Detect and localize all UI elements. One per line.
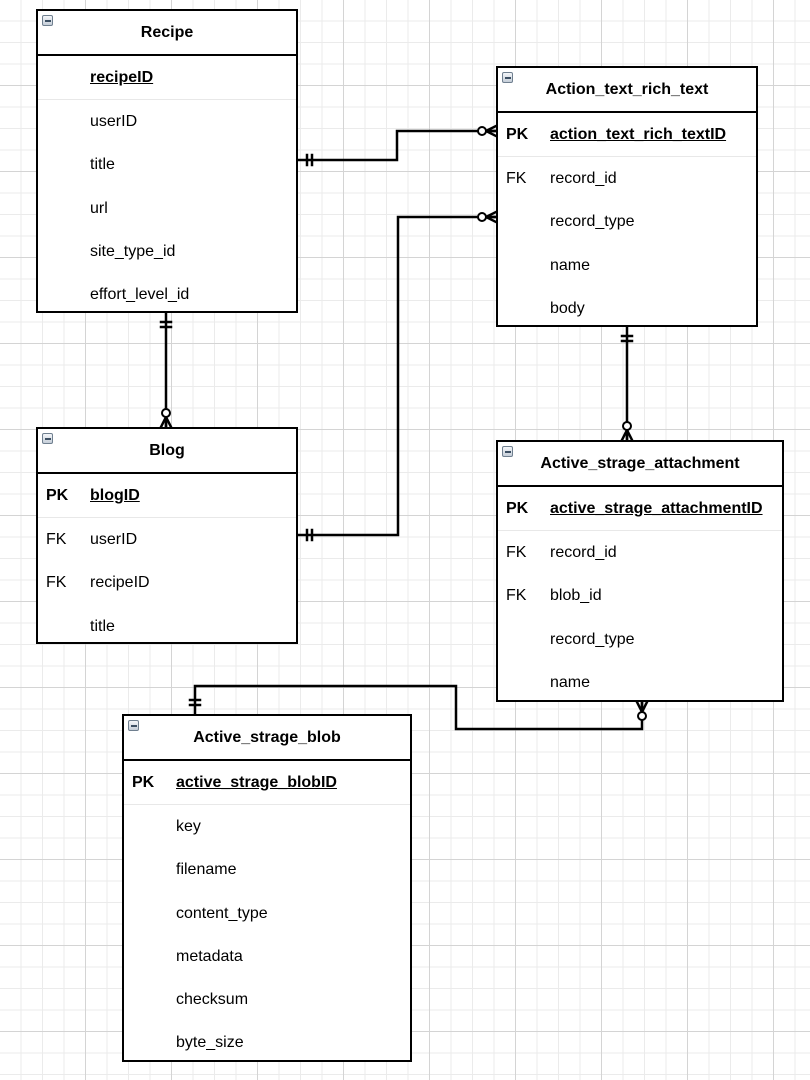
field-name: filename [176, 861, 237, 879]
field-name: url [90, 199, 108, 217]
attribute-row[interactable]: PK action_text_rich_textID [498, 113, 756, 158]
field-name: body [550, 299, 585, 317]
attribute-row[interactable]: record_type [498, 201, 756, 244]
field-name: byte_size [176, 1034, 244, 1052]
key-label: PK [132, 773, 155, 791]
zero-circle [477, 126, 487, 136]
attribute-row[interactable]: name [498, 661, 782, 704]
entity-header[interactable]: Action_text_rich_text [498, 68, 756, 113]
collapse-icon[interactable] [502, 446, 513, 457]
field-name: metadata [176, 947, 243, 965]
attribute-row[interactable]: FK record_id [498, 531, 782, 574]
key-label: FK [46, 530, 67, 548]
field-name: title [90, 156, 115, 174]
relationship-line-recipe-action-text [298, 129, 496, 162]
attribute-row[interactable]: body [498, 287, 756, 330]
field-name: recipeID [90, 574, 150, 592]
field-name: key [176, 817, 201, 835]
collapse-icon[interactable] [502, 72, 513, 83]
crow-foot-line [164, 415, 173, 429]
attribute-row[interactable]: name [498, 244, 756, 287]
zero-circle [622, 421, 632, 431]
attribute-row[interactable]: url [38, 187, 296, 230]
attribute-row[interactable]: effort_level_id [38, 273, 296, 316]
attribute-row[interactable]: title [38, 605, 296, 648]
relationship-line-blob-attachment [193, 684, 644, 731]
field-name: record_type [550, 213, 635, 231]
zero-circle [477, 212, 487, 222]
field-name: userID [90, 112, 138, 130]
primary-key-field: recipeID [90, 68, 154, 86]
field-name: record_id [550, 543, 617, 561]
entity-title: Action_text_rich_text [545, 80, 709, 98]
field-name: title [90, 617, 115, 635]
attribute-row[interactable]: FK blob_id [498, 575, 782, 618]
attribute-row[interactable]: FK recipeID [38, 562, 296, 605]
key-label: PK [506, 125, 529, 143]
key-label: PK [506, 499, 529, 517]
attribute-row[interactable]: site_type_id [38, 230, 296, 273]
attribute-row[interactable]: recipeID [38, 56, 296, 101]
attribute-row[interactable]: FK userID [38, 518, 296, 561]
attribute-row[interactable]: title [38, 144, 296, 187]
field-name: effort_level_id [90, 286, 190, 304]
entity-title: Active_strage_attachment [540, 454, 740, 472]
field-name: userID [90, 530, 138, 548]
key-label: FK [46, 574, 67, 592]
collapse-icon[interactable] [42, 15, 53, 26]
attribute-row[interactable]: checksum [124, 978, 410, 1021]
field-name: record_type [550, 630, 635, 648]
entity-header[interactable]: Active_strage_attachment [498, 442, 782, 487]
field-name: record_id [550, 169, 617, 187]
entity-recipe[interactable]: Recipe recipeID userID title url site_type_id… [36, 9, 298, 313]
primary-key-field: action_text_rich_textID [550, 125, 727, 143]
field-name: content_type [176, 904, 268, 922]
attribute-row[interactable]: key [124, 805, 410, 848]
attribute-row[interactable]: content_type [124, 892, 410, 935]
attribute-row[interactable]: metadata [124, 935, 410, 978]
key-label: FK [506, 543, 527, 561]
primary-key-field: active_strage_attachmentID [550, 499, 763, 517]
relationship-line-blog-action-text [298, 215, 496, 537]
collapse-icon[interactable] [42, 433, 53, 444]
entity-title: Active_strage_blob [193, 728, 341, 746]
entity-header[interactable]: Recipe [38, 11, 296, 56]
attribute-row[interactable]: PK active_strage_attachmentID [498, 487, 782, 532]
crow-foot-line [484, 129, 498, 138]
attribute-row[interactable]: PK active_strage_blobID [124, 761, 410, 806]
attribute-row[interactable]: byte_size [124, 1022, 410, 1065]
collapse-icon[interactable] [128, 720, 139, 731]
entity-header[interactable]: Blog [38, 429, 296, 474]
entity-title: Recipe [140, 23, 194, 41]
crow-foot-line [484, 215, 498, 224]
field-name: name [550, 256, 591, 274]
attribute-row[interactable]: filename [124, 849, 410, 892]
field-name: checksum [176, 991, 249, 1009]
attribute-row[interactable]: record_type [498, 618, 782, 661]
primary-key-field: active_strage_blobID [176, 773, 337, 791]
field-name: site_type_id [90, 242, 176, 260]
attribute-row[interactable]: PK blogID [38, 474, 296, 519]
key-label: PK [46, 486, 69, 504]
attribute-row[interactable]: userID [38, 100, 296, 143]
zero-circle [161, 408, 171, 418]
primary-key-field: blogID [90, 486, 140, 504]
zero-circle [637, 711, 647, 721]
crow-foot-line [625, 428, 634, 442]
crow-foot-line [640, 700, 649, 714]
key-label: FK [506, 169, 527, 187]
key-label: FK [506, 587, 527, 605]
entity-header[interactable]: Active_strage_blob [124, 716, 410, 761]
field-name: blob_id [550, 587, 602, 605]
attribute-row[interactable]: FK record_id [498, 157, 756, 200]
entity-title: Blog [149, 441, 185, 459]
field-name: name [550, 673, 591, 691]
